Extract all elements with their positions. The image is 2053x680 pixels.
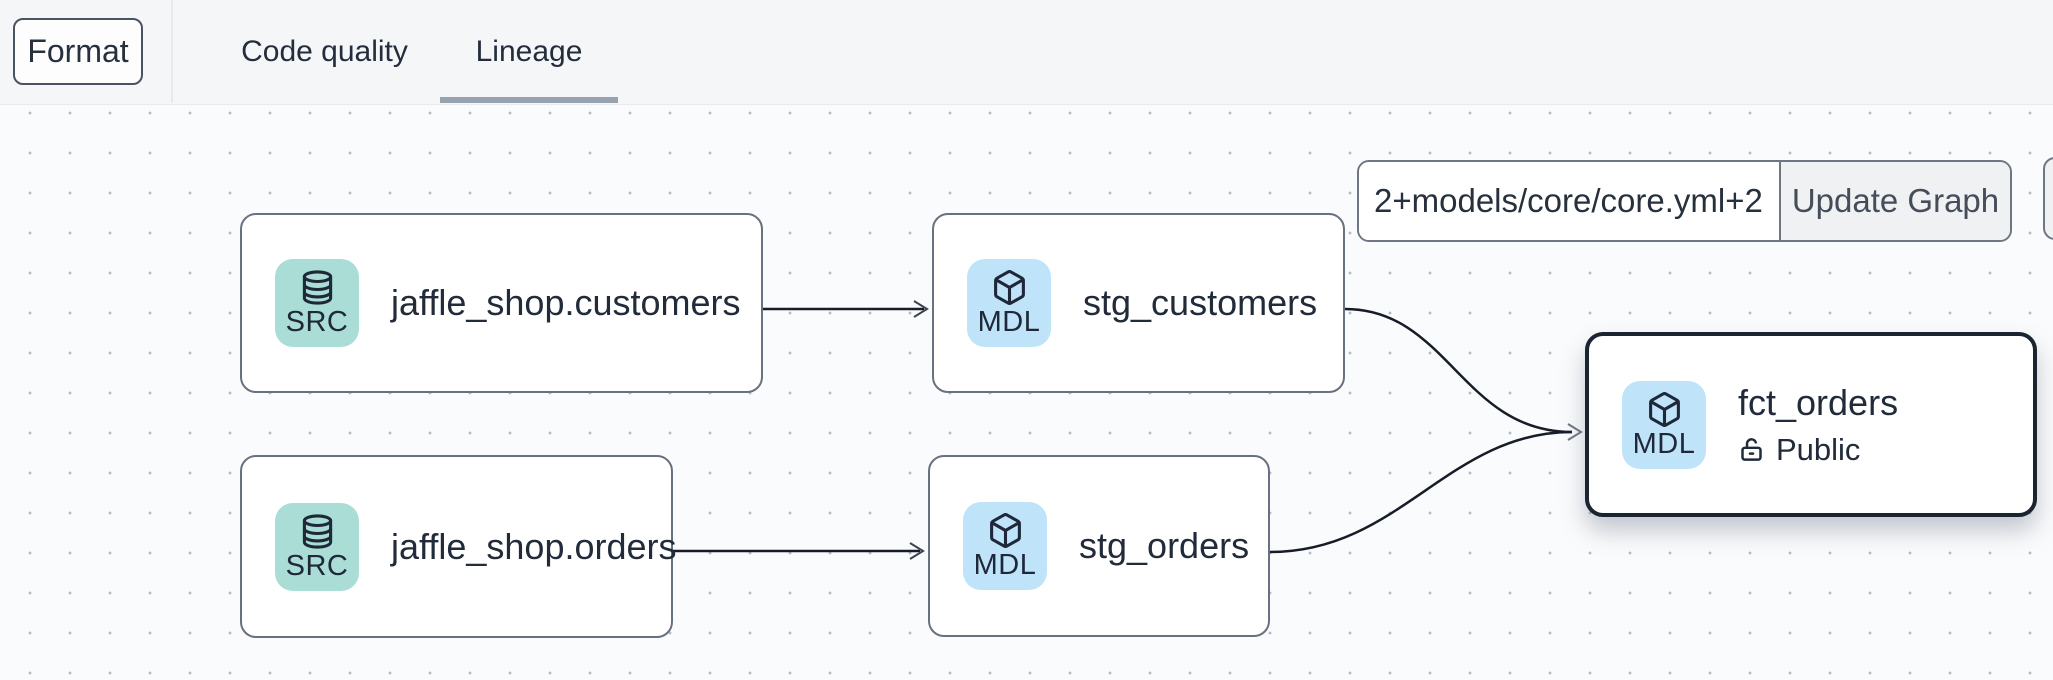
tab-code-quality[interactable]: Code quality [205,0,444,103]
source-badge: SRC [275,259,359,347]
format-button[interactable]: Format [13,18,143,85]
selector-input[interactable] [1359,162,1779,240]
source-badge: SRC [275,502,359,591]
node-title: jaffle_shop.orders [391,525,677,567]
update-graph-button[interactable]: Update Graph [1779,162,2010,240]
database-icon [302,513,332,549]
badge-label: MDL [977,306,1041,338]
lineage-node-jaffle-shop-customers[interactable]: SRC jaffle_shop.customers [240,213,763,393]
tab-lineage[interactable]: Lineage [440,0,618,103]
model-badge: MDL [1622,380,1706,469]
clipped-toolbar-button[interactable] [2043,157,2053,240]
badge-label: MDL [1632,427,1696,460]
badge-label: SRC [285,306,349,338]
graph-selector-group: Update Graph [1357,160,2012,242]
lineage-node-jaffle-shop-orders[interactable]: SRC jaffle_shop.orders [240,455,677,638]
node-title: stg_customers [1083,282,1318,323]
lineage-node-stg-customers[interactable]: MDL stg_customers [932,213,1345,393]
model-badge: MDL [967,259,1051,347]
toolbar-divider [171,0,173,103]
badge-label: MDL [973,549,1037,581]
cube-icon [993,270,1025,305]
active-tab-underline [440,97,618,103]
tab-label: Lineage [475,34,583,68]
editor-toolbar: Format Code quality Lineage [0,0,2053,105]
lineage-node-fct-orders[interactable]: MDL fct_orders Public [1585,332,2037,517]
unlock-icon [1741,438,1762,461]
node-title: stg_orders [1079,525,1250,566]
database-icon [302,270,332,305]
node-title: fct_orders [1738,381,1899,423]
cube-icon [1648,391,1680,427]
tab-label: Code quality [241,34,408,68]
lineage-node-stg-orders[interactable]: MDL stg_orders [928,455,1270,637]
access-label: Public [1776,431,1861,467]
cube-icon [989,513,1021,548]
node-title: jaffle_shop.customers [391,282,741,323]
badge-label: SRC [285,549,349,582]
model-badge: MDL [963,502,1047,590]
